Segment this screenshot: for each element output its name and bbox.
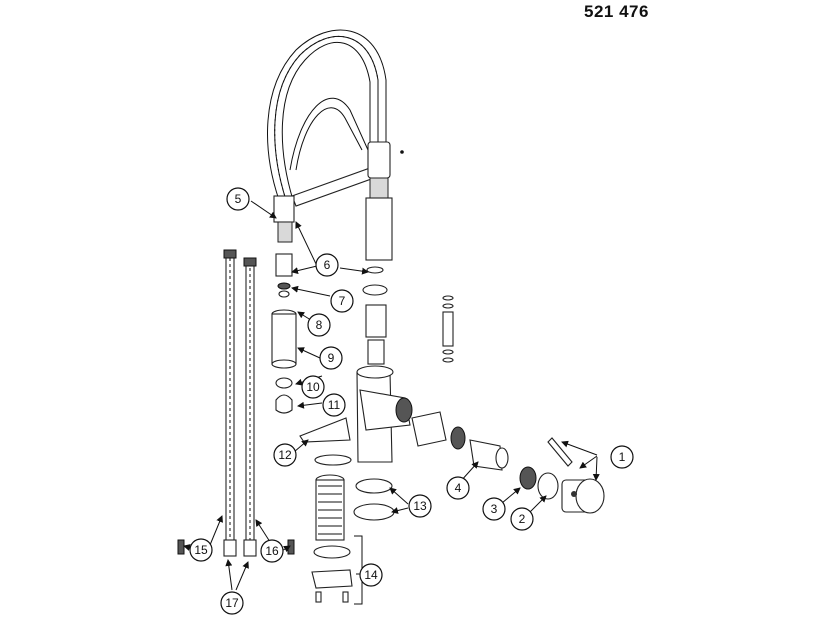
svg-text:9: 9 (328, 351, 335, 365)
valve-body (356, 266, 413, 463)
svg-text:5: 5 (235, 192, 242, 206)
callout-12: 12 (273, 443, 297, 467)
svg-text:1: 1 (619, 450, 626, 464)
part-number: 521 476 (584, 2, 649, 21)
callout-17: 17 (220, 591, 244, 615)
svg-text:7: 7 (339, 294, 346, 308)
callout-11: 11 (322, 393, 346, 417)
spring-hose (267, 29, 387, 201)
base-gasket (299, 417, 351, 443)
supply-hoses (177, 249, 295, 557)
svg-text:13: 13 (413, 499, 427, 513)
support-arm (291, 167, 375, 207)
svg-text:16: 16 (265, 544, 279, 558)
cartridge-stack (442, 295, 454, 363)
callout-1: 1 (610, 445, 634, 469)
svg-text:10: 10 (306, 380, 320, 394)
diverter-cartridge (271, 309, 297, 414)
svg-text:17: 17 (225, 596, 239, 610)
spray-holder (273, 195, 295, 298)
callout-15: 15 (189, 538, 213, 562)
callout-7: 7 (330, 289, 354, 313)
mounting-shank (314, 454, 395, 541)
callout-13: 13 (408, 494, 432, 518)
callout-2: 2 (510, 507, 534, 531)
svg-text:3: 3 (491, 502, 498, 516)
spout-body (365, 141, 404, 261)
handle-assembly (519, 437, 605, 514)
callout-3: 3 (482, 497, 506, 521)
svg-text:12: 12 (278, 448, 292, 462)
svg-text:14: 14 (364, 568, 378, 582)
callout-6: 6 (315, 253, 339, 277)
inner-hose (289, 97, 369, 171)
callout-8: 8 (307, 313, 331, 337)
svg-text:6: 6 (324, 258, 331, 272)
base-plate (311, 545, 353, 603)
svg-text:4: 4 (455, 481, 462, 495)
svg-text:2: 2 (519, 512, 526, 526)
callout-16: 16 (260, 539, 284, 563)
callout-9: 9 (319, 346, 343, 370)
callout-4: 4 (446, 476, 470, 500)
callout-14: 14 (359, 563, 383, 587)
svg-text:15: 15 (194, 543, 208, 557)
svg-text:8: 8 (316, 318, 323, 332)
svg-text:11: 11 (328, 398, 341, 412)
callout-5: 5 (226, 187, 250, 211)
callout-10: 10 (301, 375, 325, 399)
valve-cartridge (411, 411, 509, 471)
